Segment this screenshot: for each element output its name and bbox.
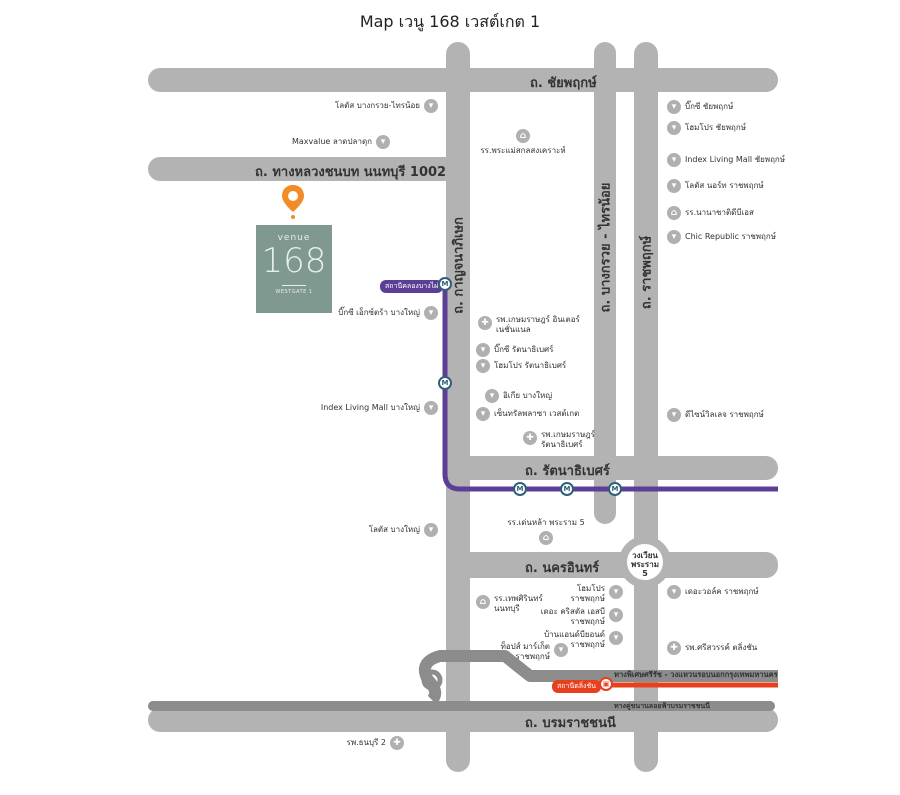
- road-1002: [148, 157, 468, 181]
- poi-label[interactable]: รพ.เกษมราษฎร์ รัตนาธิเบศร์: [541, 430, 595, 449]
- cart-icon: ▾: [424, 99, 438, 113]
- poi-label[interactable]: รร.เทพศิรินทร์ นนทบุรี: [494, 594, 543, 613]
- metro-icon: M: [560, 482, 574, 496]
- poi-label[interactable]: โลตัส บางกรวย-ไทรน้อย: [334, 101, 420, 110]
- road-rattanathibet: [446, 456, 778, 480]
- label-nakhonin: ถ. นครอินทร์: [525, 561, 600, 576]
- map-title: Map เวนู 168 เวสต์เกต 1: [359, 12, 541, 31]
- poi-label[interactable]: บ้านแอนด์บียอนด์ ราชพฤกษ์: [544, 630, 605, 649]
- label-borommaratchachonnani: ถ. บรมราชชนนี: [525, 716, 616, 731]
- poi-label[interactable]: รร.เด่นหล้า พระราม 5: [507, 518, 585, 527]
- elevated-road: [148, 701, 775, 711]
- cart-icon: ▾: [667, 100, 681, 114]
- expressway-loop: [421, 669, 443, 691]
- poi-label[interactable]: อิเกีย บางใหญ่: [503, 391, 553, 400]
- logo-sub: WESTGATE 1: [275, 289, 313, 295]
- station-khlong-bang-phai[interactable]: สถานีคลองบางไผ่: [380, 280, 444, 293]
- train-icon: ▣: [599, 677, 613, 691]
- poi-label[interactable]: รร.พระแม่สกลสงเคราะห์: [480, 146, 566, 155]
- cart-icon: ▾: [476, 359, 490, 373]
- cart-icon: ▾: [476, 343, 490, 357]
- poi-label[interactable]: ดีไซน์วิลเลจ ราชพฤกษ์: [685, 410, 764, 419]
- cart-icon: ▾: [424, 401, 438, 415]
- label-1002: ถ. ทางหลวงชนบท นนทบุรี 1002: [255, 165, 447, 180]
- road-nakhonin: [446, 552, 778, 578]
- poi-label[interactable]: เซ็นทรัลพลาซา เวสต์เกต: [494, 409, 580, 418]
- project-logo: venue 168 WESTGATE 1: [256, 225, 332, 313]
- label-ratchaphruek: ถ. ราชพฤกษ์: [639, 235, 655, 310]
- poi-label[interactable]: โฮมโปร ราชพฤกษ์: [570, 584, 605, 603]
- cart-icon: ▾: [667, 153, 681, 167]
- cart-icon: ▾: [609, 608, 623, 622]
- cart-icon: ▾: [667, 585, 681, 599]
- poi-label[interactable]: Chic Republic ราชพฤกษ์: [685, 232, 777, 241]
- logo-brand: venue: [277, 233, 311, 243]
- poi-label[interactable]: บิ๊กซี ชัยพฤกษ์: [685, 102, 734, 111]
- label-kanchanaphisek: ถ. กาญจนาภิเษก: [451, 217, 467, 314]
- cart-icon: ▾: [476, 407, 490, 421]
- cart-icon: ▾: [485, 389, 499, 403]
- logo-divider: [282, 285, 306, 286]
- location-pin-icon: [282, 185, 304, 219]
- poi-label[interactable]: Index Living Mall บางใหญ่: [320, 403, 420, 412]
- road-borommaratchachonnani: [148, 708, 778, 732]
- poi-label[interactable]: เดอะ คริสตัล เอสบี ราชพฤกษ์: [540, 607, 605, 626]
- poi-label[interactable]: บิ๊กซี รัตนาธิเบศร์: [494, 345, 554, 354]
- school-icon: ⌂: [667, 206, 681, 220]
- purple-line: [442, 284, 778, 492]
- label-roundabout: วงเวียน พระราม 5: [631, 551, 659, 578]
- poi-label[interactable]: รพ.เกษมราษฎร์ อินเตอร์เนชั่นแนล: [496, 315, 580, 334]
- poi-label[interactable]: Maxvalue ลาดปลาดุก: [291, 137, 372, 146]
- hospital-icon: ✚: [478, 316, 492, 330]
- cart-icon: ▾: [609, 585, 623, 599]
- poi-label[interactable]: บิ๊กซี เอ็กซ์ตร้า บางใหญ่: [338, 308, 420, 317]
- label-bangkruai: ถ. บางกรวย - ไทรน้อย: [598, 182, 614, 313]
- hospital-icon: ✚: [667, 641, 681, 655]
- school-icon: ⌂: [476, 595, 490, 609]
- logo-number: 168: [261, 241, 327, 281]
- cart-icon: ▾: [424, 306, 438, 320]
- metro-icon: M: [513, 482, 527, 496]
- cart-icon: ▾: [667, 179, 681, 193]
- label-expressway: ทางพิเศษศรีรัช - วงแหวนรอบนอกกรุงเทพมหาน…: [614, 670, 778, 679]
- metro-icon: M: [608, 482, 622, 496]
- hospital-icon: ✚: [390, 736, 404, 750]
- label-rattanathibet: ถ. รัตนาธิเบศร์: [525, 464, 610, 479]
- poi-label[interactable]: โฮมโปร ชัยพฤกษ์: [685, 123, 747, 132]
- cart-icon: ▾: [667, 230, 681, 244]
- poi-label[interactable]: Index Living Mall ชัยพฤกษ์: [685, 155, 786, 164]
- poi-label[interactable]: รพ.ธนบุรี 2: [346, 738, 386, 747]
- poi-label[interactable]: เดอะวอล์ค ราชพฤกษ์: [685, 587, 759, 596]
- poi-label[interactable]: รพ.ศรีสวรรค์ ตลิ่งชัน: [685, 643, 758, 652]
- expressway-road: [419, 650, 778, 705]
- cart-icon: ▾: [554, 643, 568, 657]
- road-ratchaphruek: [634, 42, 658, 772]
- cart-icon: ▾: [667, 408, 681, 422]
- road-bangkruai: [594, 42, 616, 524]
- metro-icon: M: [438, 277, 452, 291]
- label-elevated: ทางคู่ขนานลอยฟ้าบรมราชชนนี: [614, 702, 710, 710]
- school-icon: ⌂: [516, 129, 530, 143]
- cart-icon: ▾: [424, 523, 438, 537]
- poi-label[interactable]: โลตัส บางใหญ่: [368, 525, 420, 534]
- poi-label[interactable]: โลตัส นอร์ท ราชพฤกษ์: [685, 181, 764, 190]
- station-taling-chan[interactable]: สถานีตลิ่งชัน: [552, 680, 602, 693]
- cart-icon: ▾: [376, 135, 390, 149]
- poi-label[interactable]: ท็อปส์ มาร์เก็ต ราชพฤกษ์: [500, 642, 550, 661]
- roundabout: [619, 536, 671, 588]
- metro-icon: M: [438, 376, 452, 390]
- hospital-icon: ✚: [523, 431, 537, 445]
- cart-icon: ▾: [667, 121, 681, 135]
- poi-label[interactable]: รร.นานาชาติดีบีเอส: [685, 208, 754, 217]
- school-icon: ⌂: [539, 531, 553, 545]
- cart-icon: ▾: [609, 631, 623, 645]
- label-chaiyaphruek: ถ. ชัยพฤกษ์: [530, 76, 597, 91]
- poi-label[interactable]: โฮมโปร รัตนาธิเบศร์: [494, 361, 567, 370]
